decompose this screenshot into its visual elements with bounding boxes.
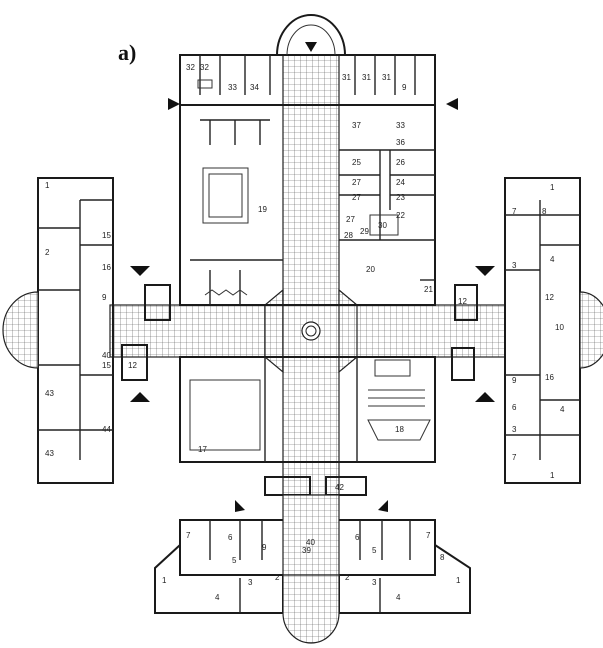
room-label: 3 bbox=[512, 425, 517, 434]
room-label: 16 bbox=[545, 373, 554, 382]
room-label: 18 bbox=[395, 425, 404, 434]
room-label: 9 bbox=[262, 543, 267, 552]
room-label: 8 bbox=[542, 207, 547, 216]
north-block bbox=[179, 104, 436, 306]
room-label: 6 bbox=[228, 533, 233, 542]
room-label: 20 bbox=[366, 265, 375, 274]
room-label: 37 bbox=[352, 121, 361, 130]
room-label: 15 bbox=[102, 231, 111, 240]
room-label: 16 bbox=[102, 263, 111, 272]
room-label: 42 bbox=[335, 483, 344, 492]
room-label: 30 bbox=[378, 221, 387, 230]
room-label: 10 bbox=[555, 323, 564, 332]
room-labels: 32 32 33 34 31 31 31 9 37 33 36 25 26 27… bbox=[45, 63, 565, 602]
room-label: 6 bbox=[512, 403, 517, 412]
room-label: 33 bbox=[396, 121, 405, 130]
room-label: 7 bbox=[186, 531, 191, 540]
room-label: 19 bbox=[258, 205, 267, 214]
room-label: 43 bbox=[45, 449, 54, 458]
room-label: 2 bbox=[345, 573, 350, 582]
room-label: 7 bbox=[512, 207, 517, 216]
room-label: 7 bbox=[512, 453, 517, 462]
room-label: 31 bbox=[342, 73, 351, 82]
room-label: 7 bbox=[426, 531, 431, 540]
room-label: 31 bbox=[362, 73, 371, 82]
room-label: 17 bbox=[198, 445, 207, 454]
room-label: 4 bbox=[396, 593, 401, 602]
east-wing bbox=[451, 177, 603, 484]
room-label: 36 bbox=[396, 138, 405, 147]
entrance-markers bbox=[168, 98, 458, 110]
west-wing bbox=[2, 177, 171, 484]
room-label: 44 bbox=[102, 425, 111, 434]
room-label: 26 bbox=[396, 158, 405, 167]
room-label: 9 bbox=[512, 376, 517, 385]
room-label: 5 bbox=[372, 546, 377, 555]
room-label: 4 bbox=[560, 405, 565, 414]
room-label: 3 bbox=[372, 578, 377, 587]
room-label: 23 bbox=[396, 193, 405, 202]
central-corridor bbox=[109, 54, 506, 496]
room-label: 5 bbox=[232, 556, 237, 565]
room-label: 22 bbox=[396, 211, 405, 220]
room-label: 12 bbox=[545, 293, 554, 302]
room-label: 12 bbox=[458, 297, 467, 306]
room-label: 33 bbox=[228, 83, 237, 92]
central-column bbox=[301, 321, 321, 341]
bottom-wing bbox=[154, 494, 471, 644]
room-label: 34 bbox=[250, 83, 259, 92]
room-label: 4 bbox=[550, 255, 555, 264]
room-label: 43 bbox=[45, 389, 54, 398]
room-label: 21 bbox=[424, 285, 433, 294]
room-label: 9 bbox=[402, 83, 407, 92]
room-label: 9 bbox=[102, 293, 107, 302]
room-label: 1 bbox=[456, 576, 461, 585]
room-label: 4 bbox=[215, 593, 220, 602]
room-label: 8 bbox=[440, 553, 445, 562]
room-label: 27 bbox=[346, 215, 355, 224]
room-label: 2 bbox=[275, 573, 280, 582]
room-label: 15 bbox=[102, 361, 111, 370]
room-label: 12 bbox=[128, 361, 137, 370]
room-label: 1 bbox=[45, 181, 50, 190]
room-label: 1 bbox=[550, 471, 555, 480]
room-label: 3 bbox=[512, 261, 517, 270]
room-label: 32 bbox=[186, 63, 195, 72]
room-label: 27 bbox=[352, 178, 361, 187]
room-label: 31 bbox=[382, 73, 391, 82]
room-label: 2 bbox=[45, 248, 50, 257]
room-label: 6 bbox=[355, 533, 360, 542]
room-label: 24 bbox=[396, 178, 405, 187]
room-label: 1 bbox=[162, 576, 167, 585]
room-label: 40 bbox=[102, 351, 111, 360]
room-label: 28 bbox=[344, 231, 353, 240]
figure-label: a) bbox=[118, 40, 137, 65]
room-label: 3 bbox=[248, 578, 253, 587]
room-label: 39 bbox=[302, 546, 311, 555]
room-label: 32 bbox=[200, 63, 209, 72]
room-label: 25 bbox=[352, 158, 361, 167]
room-label: 27 bbox=[352, 193, 361, 202]
room-label: 1 bbox=[550, 183, 555, 192]
room-label: 40 bbox=[306, 538, 315, 547]
room-label: 29 bbox=[360, 227, 369, 236]
